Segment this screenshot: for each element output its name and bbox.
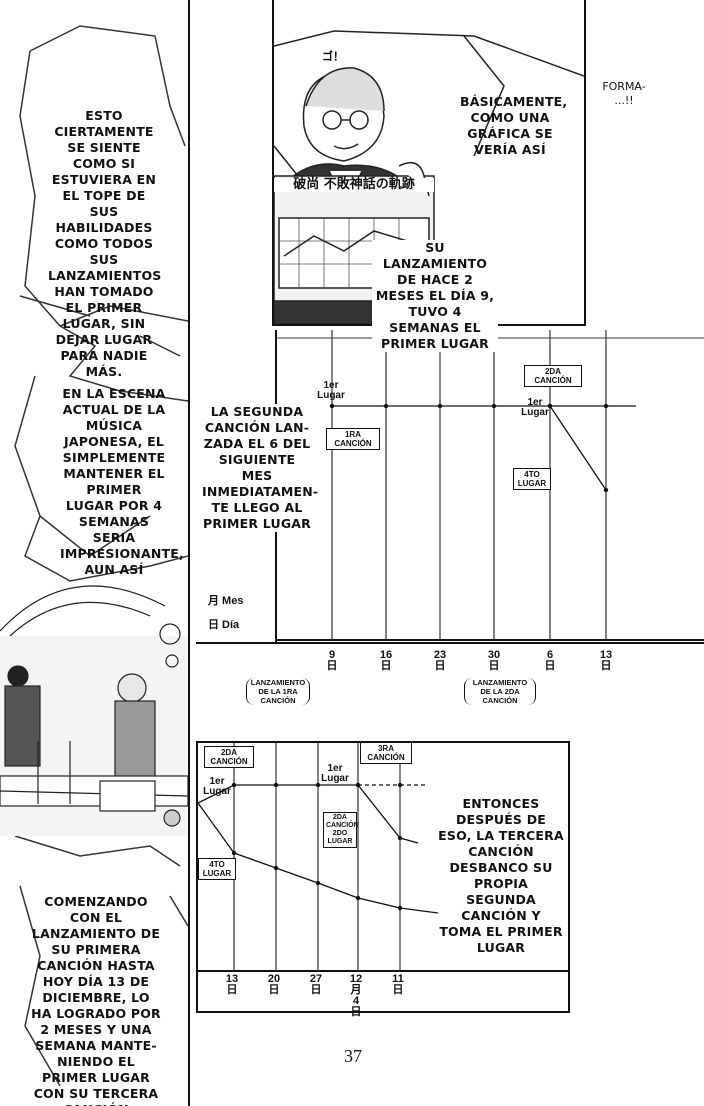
top-box-first-song: 1ra canción: [326, 428, 380, 450]
left-mid-caption: En la escena actual de la música japones…: [60, 386, 184, 577]
point-second-song-1: [603, 403, 609, 409]
web-lines-decoration: [0, 25, 188, 1087]
bottom-box-second-place: 2da canción 2do lugar: [323, 812, 359, 848]
x-tick-label-1: 16 日: [379, 649, 393, 672]
release-note-2: lanzamiento de la 2da canción: [464, 678, 536, 705]
bottom-first-place-2: 1er Lugar: [321, 763, 349, 784]
x-tick-label-0: 13 日: [225, 973, 239, 996]
point-second-song-0: [547, 403, 553, 409]
point-first-song-1: [383, 403, 389, 409]
point-first-song-0: [231, 850, 237, 856]
basic-caption: Básicamente, como una gráfica se vería a…: [460, 94, 568, 157]
point-first-song-3: [491, 403, 497, 409]
point-first-song-2: [315, 880, 321, 886]
x-tick-label-0: 9 日: [326, 649, 338, 672]
x-tick-label-5: 13 日: [599, 649, 613, 672]
left-bottom-caption: Comenzando con el lanzamiento de su prim…: [31, 894, 161, 1106]
x-tick-label-2: 27 日: [309, 973, 323, 996]
legend-day: 日 Día: [208, 619, 240, 631]
top-first-place-2: 1er Lugar: [521, 397, 549, 418]
bottom-box-second-song: 2da canción: [204, 746, 254, 768]
forma-exclaim: FORMA- ...!!: [602, 80, 646, 107]
left-column-panel: Esto ciertamente se siente como si estuv…: [0, 0, 190, 1106]
point-first-song-4: [397, 905, 403, 911]
x-tick-label-3: 12 月 4 日: [349, 973, 363, 1018]
left-top-caption: Esto ciertamente se siente como si estuv…: [48, 108, 162, 379]
x-tick-label-4: 11 日: [392, 973, 404, 996]
legend-month: 月 Mes: [208, 595, 244, 607]
release-note-1: lanzamiento de la 1ra canción: [246, 678, 310, 705]
point-second-song-4: [397, 835, 403, 841]
bottom-box-third-song: 3ra canción: [360, 742, 412, 764]
point-first-song-1: [273, 865, 279, 871]
point-first-song-3: [355, 895, 361, 901]
x-tick-label-2: 23 日: [433, 649, 447, 672]
point-second-song-1: [273, 782, 279, 788]
bottom-first-place-1: 1er Lugar: [203, 776, 231, 797]
chart-bottom-svg: [198, 743, 568, 972]
release-caption: Su lanzamiento de hace 2 meses el día 9,…: [372, 240, 498, 352]
top-box-second-song: 2da canción: [524, 365, 582, 387]
point-second-song-2: [315, 782, 321, 788]
point-third-song-0: [355, 782, 361, 788]
x-tick-label-1: 20 日: [267, 973, 281, 996]
presenter-illustration: ゴ！: [274, 30, 584, 324]
x-tick-label-3: 30 日: [487, 649, 501, 672]
sfx-text: ゴ！: [322, 49, 344, 63]
x-tick-label-4: 6 日: [544, 649, 556, 672]
bottom-box-fourth: 4to lugar: [198, 858, 236, 880]
top-box-fourth: 4to lugar: [513, 468, 551, 490]
page-number: 37: [344, 1046, 362, 1066]
point-first-song-5: [603, 487, 609, 493]
point-first-song-0: [329, 403, 335, 409]
series-first-song: [332, 405, 607, 491]
point-third-song-1: [397, 782, 403, 788]
chart-sign: 破尚 不敗神話の軌跡: [274, 178, 434, 192]
third-song-caption: Entonces después de eso, la tercera canc…: [438, 796, 564, 956]
top-first-place-1: 1er Lugar: [317, 380, 345, 401]
second-song-caption: La segunda canción lan-zada el 6 del sig…: [202, 404, 319, 532]
point-second-song-0: [231, 782, 237, 788]
point-first-song-2: [437, 403, 443, 409]
